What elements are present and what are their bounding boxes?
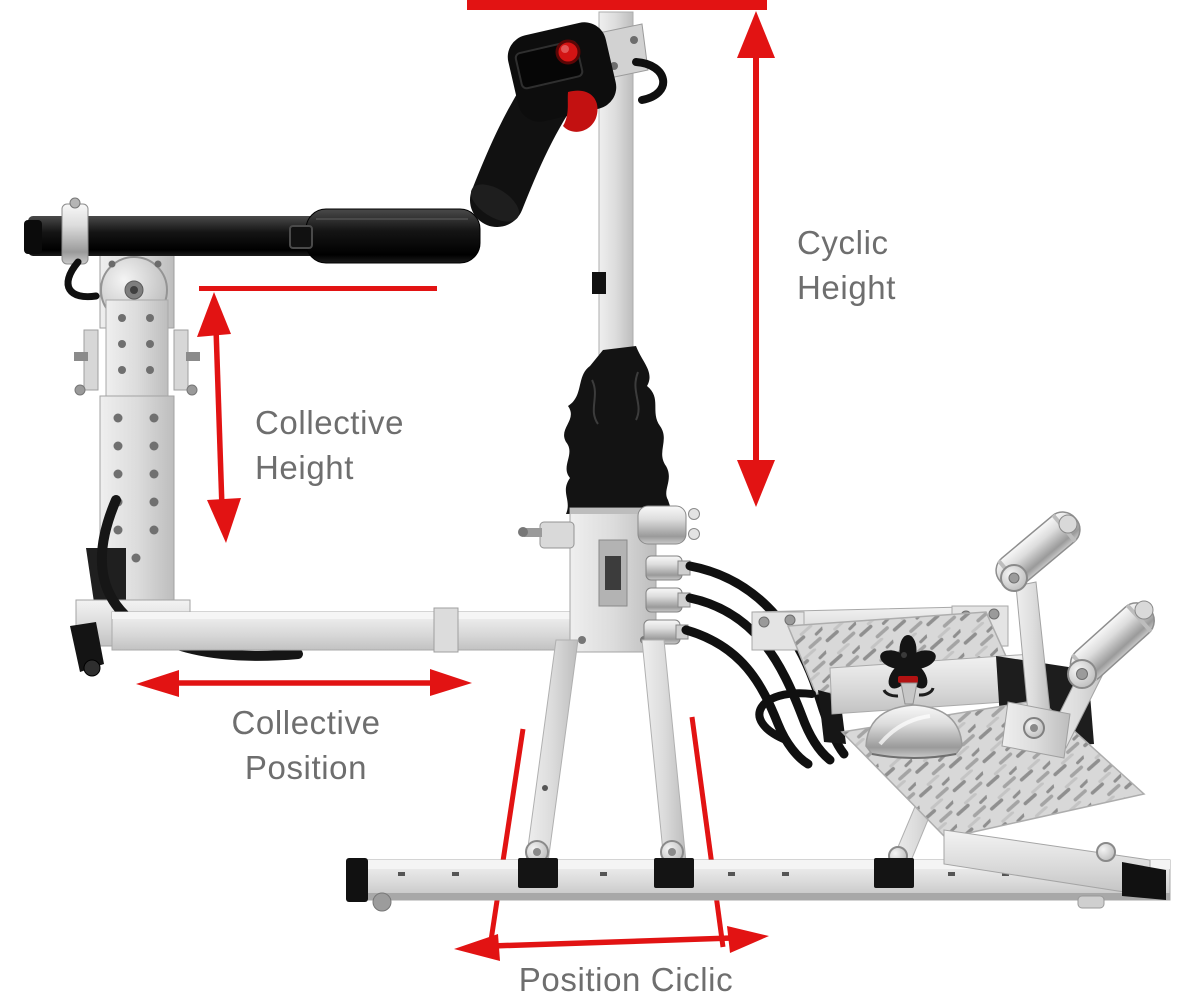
pedal-assembly <box>751 511 1166 900</box>
diagonal-brace-right <box>641 639 687 864</box>
collective-assembly <box>24 197 481 677</box>
friction-dome <box>865 704 963 759</box>
cyclic-height-arrow <box>737 11 775 507</box>
cyclic-height-label-line1: Cyclic <box>797 224 889 261</box>
collective-position-label: Collective Position <box>168 700 444 790</box>
pedal-pivot <box>1001 701 1071 759</box>
position-ciclic-arrow <box>454 926 769 961</box>
support-beam <box>111 607 595 653</box>
cyclic-trigger <box>563 90 598 132</box>
collective-clamp <box>61 203 89 265</box>
collective-height-label: Collective Height <box>255 400 404 490</box>
pedal-cable-loop <box>755 689 816 744</box>
cyclic-assembly <box>470 11 700 653</box>
position-ciclic-label-line: Position Ciclic <box>518 961 734 995</box>
control-housing <box>518 507 657 653</box>
base-rail <box>346 858 1171 912</box>
collective-position-label-line1: Collective <box>231 704 381 741</box>
cyclic-travel-guide-left <box>487 728 526 948</box>
pedal-arm-left <box>995 511 1081 735</box>
cyclic-height-label: Cyclic Height <box>797 220 896 310</box>
cyclic-travel-guide-right <box>689 716 726 948</box>
collective-position-label-line2: Position <box>244 749 368 786</box>
collective-position-arrow <box>136 669 472 697</box>
collective-height-label-line1: Collective <box>255 404 405 441</box>
collective-grip-tube <box>24 197 481 265</box>
collective-height-label-line2: Height <box>255 449 354 486</box>
rail-clamps <box>518 858 914 888</box>
pedal-side-beam <box>943 829 1166 900</box>
cyclic-grip <box>470 22 617 227</box>
adjustment-knob <box>880 635 936 705</box>
position-ciclic-label: Position Ciclic <box>456 957 796 995</box>
cyclic-height-label-line2: Height <box>797 269 896 306</box>
diagonal-brace-left <box>525 639 579 864</box>
cyclic-boot <box>564 346 672 514</box>
damper-cylinder <box>637 505 700 545</box>
collective-height-reference-line <box>199 286 437 291</box>
frame-end-cap <box>1122 862 1166 900</box>
cyclic-height-reference-bar <box>467 0 767 10</box>
annotations <box>136 0 775 961</box>
cyclic-red-button <box>555 39 581 65</box>
collective-height-arrow <box>197 292 241 543</box>
